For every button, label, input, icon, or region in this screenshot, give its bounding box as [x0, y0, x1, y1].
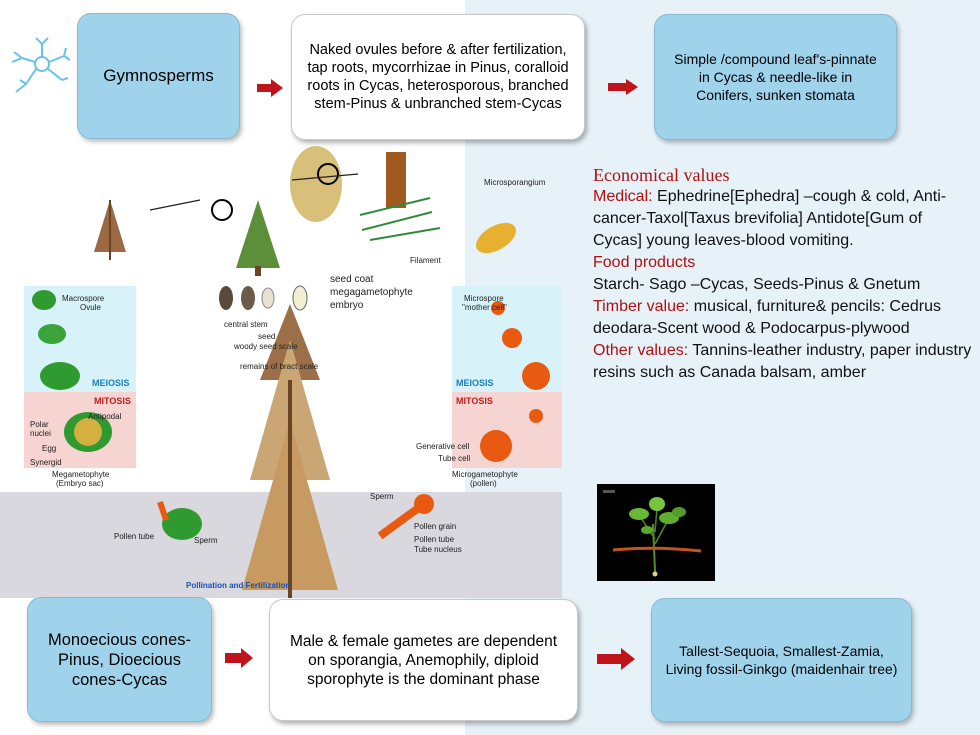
medical-text: Ephedrine[Ephedra] –cough & cold, Anti-c… [593, 188, 947, 249]
label-embryo: embryo [330, 300, 364, 311]
arrow-right-icon [597, 648, 635, 670]
label-microgametophyte: Microgametophyte [452, 470, 518, 479]
tallest-text: Tallest-Sequoia, Smallest-Zamia, Living … [665, 643, 898, 677]
label-egg: Egg [42, 444, 57, 453]
label-mother-cell: "mother cell" [462, 303, 507, 312]
other-text: Tannins-leather industry, paper industry [688, 342, 972, 359]
label-megagametophyte: megagametophyte [330, 287, 413, 298]
label-synergid: Synergid [30, 458, 62, 467]
timber-label: Timber value: [593, 298, 690, 315]
label-polar-nuclei: Polar nuclei [30, 420, 51, 438]
arrow-right-icon [608, 79, 638, 95]
label-central-stem: central stem [224, 320, 268, 329]
label-pollen-tube-left: Pollen tube [114, 532, 155, 541]
label-seed: seed [258, 332, 276, 341]
label-tube-nucleus: Tube nucleus [414, 545, 462, 554]
seedling-photo [597, 484, 715, 581]
leaf-box: Simple /compound leaf's-pinnate in Cycas… [654, 14, 897, 140]
timber-text: musical, furniture& pencils: Cedrus deod… [593, 298, 941, 337]
economical-heading: Economical values [593, 165, 730, 185]
label-antipodal: Antipodal [88, 412, 122, 421]
band-mitosis-left: MITOSIS [94, 396, 131, 406]
timber-paragraph: Timber value: musical, furniture& pencil… [593, 296, 973, 340]
band-mitosis-right: MITOSIS [456, 396, 493, 406]
label-tube-cell: Tube cell [438, 454, 471, 463]
label-pollen-grain: Pollen grain [414, 522, 457, 531]
label-microspore: Microspore [464, 294, 504, 303]
medical-paragraph: Medical: Ephedrine[Ephedra] –cough & col… [593, 186, 973, 252]
band-meiosis-left: MEIOSIS [92, 378, 130, 388]
band-meiosis-right: MEIOSIS [456, 378, 494, 388]
life-cycle-diagram: Microsporangium Filament seed coat megag… [0, 140, 600, 600]
arrow-right-icon [225, 648, 253, 668]
gametes-box: Male & female gametes are dependent on s… [269, 599, 578, 721]
life-cycle-illustration [0, 146, 562, 598]
cones-text: Monoecious cones-Pinus, Dioecious cones-… [47, 630, 192, 689]
gymnosperms-box: Gymnosperms [77, 13, 240, 139]
economical-values: Economical values Medical: Ephedrine[Eph… [593, 164, 973, 384]
label-bract-scale: remains of bract scale [240, 362, 319, 371]
other-label: Other values: [593, 342, 689, 359]
label-embryo-sac: (Embryo sac) [56, 479, 104, 488]
label-pollination: Pollination and Fertilization [186, 581, 291, 590]
cones-box: Monoecious cones-Pinus, Dioecious cones-… [27, 597, 212, 722]
food-label: Food products [593, 254, 696, 271]
label-macrospore: Macrospore [62, 294, 105, 303]
label-megametophyte: Megametophyte [52, 470, 110, 479]
medical-label: Medical: [593, 188, 653, 205]
label-woody-seed-scale: woody seed scale [234, 342, 298, 351]
label-microsporangium: Microsporangium [484, 178, 546, 187]
label-seed-coat: seed coat [330, 274, 374, 285]
label-pollen-tube-right: Pollen tube [414, 535, 455, 544]
label-pollen: (pollen) [470, 479, 497, 488]
leaf-text: Simple /compound leaf's-pinnate in Cycas… [674, 51, 877, 103]
resins-text: resins such as Canada balsam, amber [593, 364, 867, 381]
gymnosperms-title: Gymnosperms [103, 66, 214, 85]
food-text: Starch- Sago –Cycas, Seeds-Pinus & Gnetu… [593, 276, 921, 293]
arrow-right-icon [257, 79, 283, 97]
gametes-text: Male & female gametes are dependent on s… [289, 632, 558, 688]
ovules-text: Naked ovules before & after fertilizatio… [307, 42, 569, 112]
label-filament: Filament [410, 256, 441, 265]
ovules-box: Naked ovules before & after fertilizatio… [291, 14, 585, 140]
label-sperm-left: Sperm [194, 536, 218, 545]
label-sperm-right: Sperm [370, 492, 394, 501]
label-generative-cell: Generative cell [416, 442, 470, 451]
tallest-box: Tallest-Sequoia, Smallest-Zamia, Living … [651, 598, 912, 722]
other-paragraph: Other values: Tannins-leather industry, … [593, 340, 973, 362]
label-ovule: Ovule [80, 303, 101, 312]
neuron-icon [11, 37, 71, 93]
